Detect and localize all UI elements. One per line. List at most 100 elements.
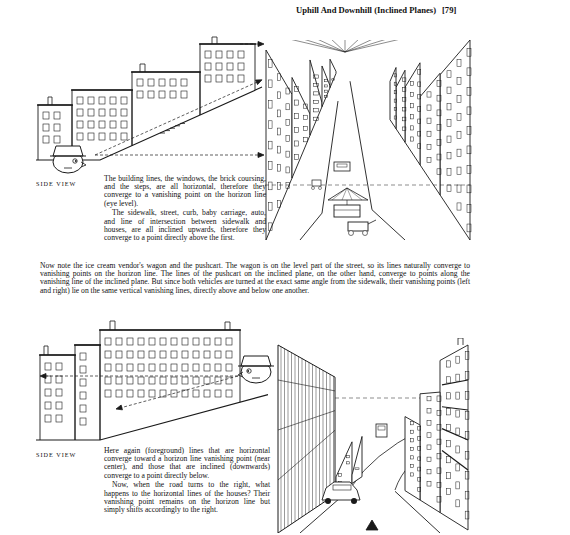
observer-mouth — [252, 378, 260, 379]
window — [418, 467, 421, 471]
window — [216, 75, 222, 82]
window — [465, 431, 469, 439]
window — [447, 361, 451, 367]
fence-board — [288, 351, 289, 527]
chimney — [212, 37, 217, 44]
balcony-rail — [442, 380, 468, 385]
fence-board — [305, 361, 306, 515]
window — [269, 100, 272, 108]
window — [269, 60, 272, 68]
window — [467, 165, 471, 173]
chimney — [140, 64, 145, 72]
window — [286, 151, 289, 157]
window — [159, 79, 165, 86]
window — [80, 353, 86, 360]
body-paragraph: Now, when the road turns to the right, w… — [104, 481, 270, 514]
window — [121, 97, 127, 104]
ground-line — [36, 87, 262, 160]
window — [160, 377, 166, 384]
window — [269, 182, 272, 190]
window — [80, 392, 86, 399]
ice-cream-wagon — [334, 205, 360, 217]
window — [56, 415, 62, 422]
window — [45, 363, 51, 370]
fence-board — [291, 353, 292, 524]
window — [437, 139, 441, 145]
window — [295, 127, 299, 132]
window — [269, 223, 272, 231]
board-fence — [278, 345, 335, 533]
window — [149, 351, 155, 358]
window — [402, 127, 406, 131]
window — [457, 77, 461, 84]
window — [314, 83, 319, 86]
horizon-line — [265, 185, 470, 186]
window — [456, 356, 460, 363]
window — [269, 202, 272, 210]
body-paragraph: Here again (foreground) lines that are h… — [104, 447, 270, 480]
window — [410, 473, 413, 476]
window — [116, 364, 122, 371]
window — [226, 351, 232, 358]
window — [447, 393, 451, 399]
window — [269, 121, 272, 129]
window — [110, 97, 116, 104]
observer-nose — [238, 372, 243, 377]
window — [127, 377, 133, 384]
window — [394, 99, 396, 102]
window — [110, 133, 116, 140]
window — [193, 377, 199, 384]
window — [467, 48, 471, 56]
balcony-rail — [442, 451, 468, 471]
auto — [334, 162, 350, 171]
building-facade — [420, 73, 440, 195]
auto-window — [337, 164, 347, 167]
window — [77, 109, 83, 116]
window — [447, 71, 451, 78]
window — [216, 51, 222, 58]
wheel — [349, 231, 354, 236]
window — [56, 402, 62, 409]
chimney — [48, 97, 52, 105]
window — [447, 489, 451, 495]
umbrella-rib — [347, 188, 362, 200]
view-label: SIDE VIEW — [36, 181, 100, 188]
building-facade — [405, 417, 420, 500]
window — [402, 88, 406, 92]
auto-window — [378, 426, 385, 430]
window — [447, 136, 451, 143]
window — [394, 91, 396, 94]
window — [77, 97, 83, 104]
text-frame: Uphill And Downhill (Inclined Planes) — [180, 6, 436, 15]
window — [467, 87, 471, 95]
window — [182, 351, 188, 358]
vanishing-ray — [300, 40, 345, 52]
fence-board — [330, 374, 331, 498]
window — [43, 112, 49, 119]
text-frame: [79] — [442, 6, 472, 15]
window — [45, 415, 51, 422]
window — [116, 377, 122, 384]
window — [215, 364, 221, 371]
window — [314, 75, 319, 78]
window — [324, 90, 327, 92]
window — [99, 133, 105, 140]
window — [295, 114, 299, 119]
text-frame: Now note the ice cream vendor's wagon an… — [40, 262, 470, 295]
window — [149, 338, 155, 345]
window — [193, 351, 199, 358]
window — [427, 408, 431, 413]
window — [80, 418, 86, 425]
window — [182, 377, 188, 384]
window — [457, 60, 461, 67]
window — [418, 426, 421, 430]
window — [269, 80, 272, 88]
window — [410, 439, 413, 442]
window — [226, 338, 232, 345]
window — [355, 468, 359, 469]
text-frame: Now, when the road turns to the right, w… — [104, 481, 270, 514]
balcony-rail — [442, 429, 468, 440]
window — [410, 447, 413, 450]
window — [105, 377, 111, 384]
window — [467, 126, 471, 134]
